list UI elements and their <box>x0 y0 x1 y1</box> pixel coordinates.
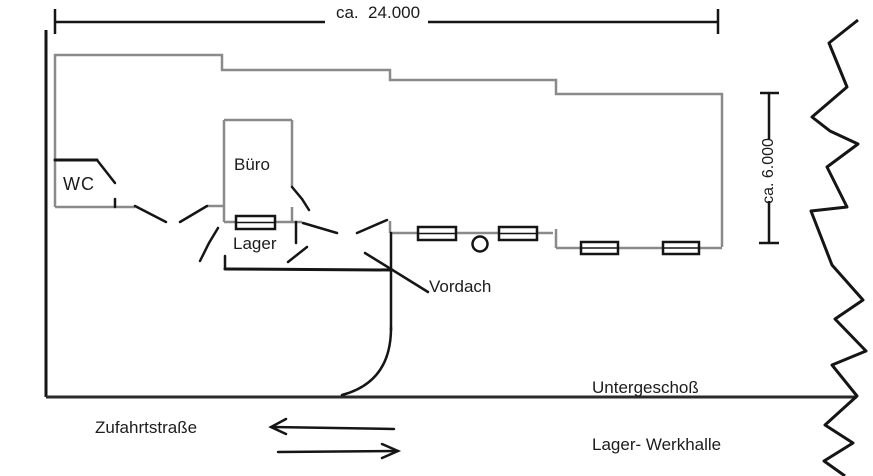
annotation-vordach: Vordach <box>429 277 492 296</box>
right-dimension-line <box>759 91 779 245</box>
buero-door-swing <box>290 185 311 212</box>
top-dimension-line <box>53 9 720 34</box>
door-swing-right-leaf <box>178 204 209 224</box>
gray-wall-segments <box>55 118 722 250</box>
wc-door-swing <box>95 158 117 185</box>
right-dimension-label: ca. 6.000 <box>760 138 777 204</box>
annotation-basement-line2: Lager- Werkhalle <box>592 435 722 454</box>
direction-arrow-left <box>268 417 396 436</box>
front-door-swing-left <box>301 221 339 235</box>
room-label-buero: Büro <box>234 155 270 174</box>
vordach-curve <box>340 326 393 397</box>
door-swing-left-leaf <box>133 204 168 224</box>
direction-arrow-left-head <box>268 417 288 436</box>
window-symbols <box>234 214 701 256</box>
room-label-lager: Lager <box>233 234 277 253</box>
annotation-basement: Untergeschoß Lager- Werkhalle <box>592 340 721 476</box>
break-line-zigzag <box>809 18 868 476</box>
front-door-swing-right <box>355 218 389 235</box>
lager-door-swing-left <box>198 226 220 263</box>
room-label-wc: WC <box>63 174 95 194</box>
annotation-basement-line1: Untergeschoß <box>592 378 699 397</box>
direction-arrow-right-shaft <box>276 449 398 454</box>
column-circle <box>471 235 489 253</box>
partitions-and-doors <box>53 158 430 397</box>
lager-bottom-wall <box>223 267 394 272</box>
lager-door-swing-right <box>286 245 309 264</box>
annotation-street: Zufahrtstraße <box>95 418 198 437</box>
direction-arrow-right-head <box>380 442 402 460</box>
vordach-leader-line <box>363 251 430 294</box>
building-outline <box>53 53 724 247</box>
direction-arrow-left-shaft <box>270 425 396 431</box>
top-dimension-label: ca. 24.000 <box>335 3 421 22</box>
direction-arrow-right <box>276 442 402 460</box>
